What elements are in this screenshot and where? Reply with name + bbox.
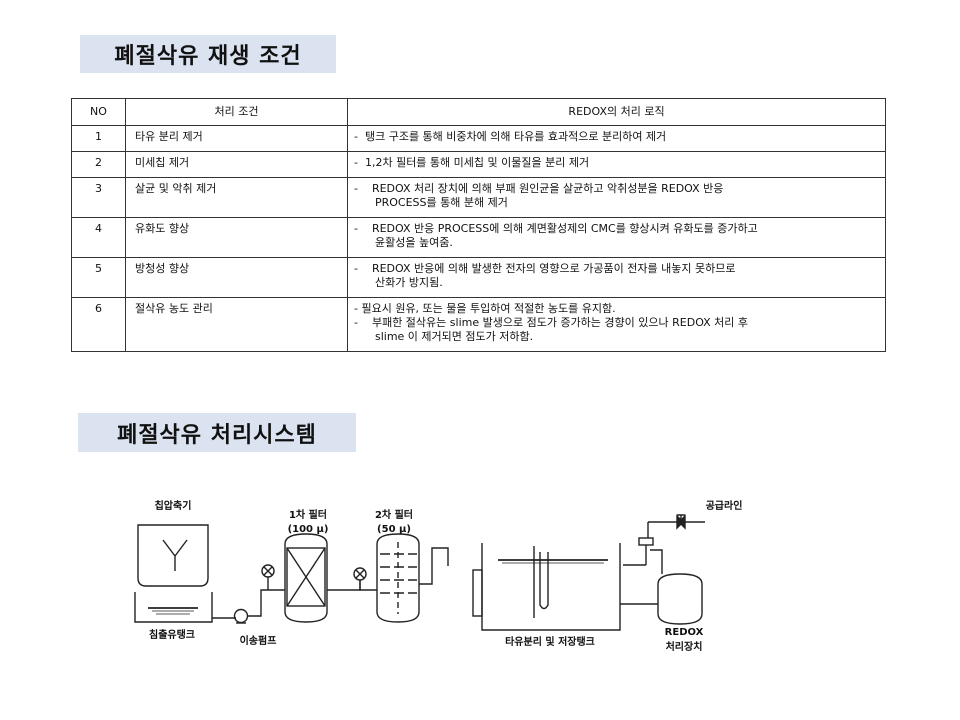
cell-logic: - 1,2차 필터를 통해 미세칩 및 이물질을 분리 제거 [347,151,886,178]
valve-icon [261,564,275,590]
cell-condition: 절삭유 농도 관리 [125,297,348,352]
pump-icon [233,608,249,624]
label-redox-line-2: 처리장치 [666,640,703,653]
cell-no: 5 [71,257,126,298]
cell-logic: - 필요시 원유, 또는 물을 투입하여 적절한 농도를 유지함.- 부패한 절… [347,297,886,352]
logic-line: - 1,2차 필터를 통해 미세칩 및 이물질을 분리 제거 [354,156,590,169]
treatment-system-diagram: 칩압축기 침출유탱크 이송펌프 1차 필터 (100 μ) 2차 필터 (50 … [134,499,743,653]
label-storage-tank: 타유분리 및 저장탱크 [505,635,595,648]
chip-compressor [137,524,209,587]
filter-1-vessel [284,533,328,623]
logic-line: - REDOX 반응 PROCESS에 의해 계면활성제의 CMC를 향상시켜 … [354,222,758,235]
section-title-regeneration-conditions: 폐절삭유 재생 조건 [80,35,336,73]
cell-condition: 유화도 향상 [125,217,348,258]
cell-no: 4 [71,217,126,258]
section-title-treatment-system: 폐절삭유 처리시스템 [78,413,356,452]
label-supply-line: 공급라인 [706,499,743,512]
label-transfer-pump: 이송펌프 [240,634,277,647]
cell-no: 1 [71,125,126,152]
cell-condition: 방청성 향상 [125,257,348,298]
logic-line: 산화가 방지됨. [354,276,443,289]
cell-logic: - REDOX 반응에 의해 발생한 전자의 영향으로 가공품이 전자를 내놓지… [347,257,886,298]
cell-no: 6 [71,297,126,352]
cell-logic: - 탱크 구조를 통해 비중차에 의해 타유를 효과적으로 분리하여 제거 [347,125,886,152]
cell-condition: 미세칩 제거 [125,151,348,178]
logic-line: - 필요시 원유, 또는 물을 투입하여 적절한 농도를 유지함. [354,302,616,315]
cell-no: 2 [71,151,126,178]
cell-logic: - REDOX 처리 장치에 의해 부패 원인균을 살균하고 악취성분을 RED… [347,177,886,218]
cell-condition: 타유 분리 제거 [125,125,348,152]
label-settling-tank: 침출유탱크 [149,628,195,641]
filter-2-vessel [376,533,420,623]
header-logic: REDOX의 처리 로직 [347,98,886,126]
logic-line: - 부패한 절삭유는 slime 발생으로 점도가 증가하는 경향이 있으나 R… [354,316,749,329]
logic-line: 윤활성을 높여줌. [354,236,453,249]
logic-line: PROCESS를 통해 분해 제거 [354,196,508,209]
label-redox-line-1: REDOX [665,627,704,638]
settling-tank [134,592,213,623]
label-filter-1-name: 1차 필터 [289,508,327,521]
redox-unit [650,549,703,625]
valve-icon [353,567,367,581]
header-no: NO [71,98,126,126]
cell-no: 3 [71,177,126,218]
label-chip-compressor: 칩압축기 [155,499,192,512]
storage-tank [472,543,621,631]
logic-line: slime 이 제거되면 점도가 저하함. [354,330,534,343]
cell-condition: 살균 및 악취 제거 [125,177,348,218]
logic-line: - REDOX 반응에 의해 발생한 전자의 영향으로 가공품이 전자를 내놓지… [354,262,736,275]
table-header-row: NO 처리 조건 REDOX의 처리 로직 [71,98,886,126]
logic-line: - 탱크 구조를 통해 비중차에 의해 타유를 효과적으로 분리하여 제거 [354,130,667,143]
label-filter-2-name: 2차 필터 [375,508,413,521]
label-filter-2-spec: (50 μ) [377,524,411,535]
header-condition: 처리 조건 [125,98,348,126]
logic-line: - REDOX 처리 장치에 의해 부패 원인균을 살균하고 악취성분을 RED… [354,182,724,195]
supply-line [623,514,705,566]
cell-logic: - REDOX 반응 PROCESS에 의해 계면활성제의 CMC를 향상시켜 … [347,217,886,258]
label-filter-1-spec: (100 μ) [288,524,329,535]
